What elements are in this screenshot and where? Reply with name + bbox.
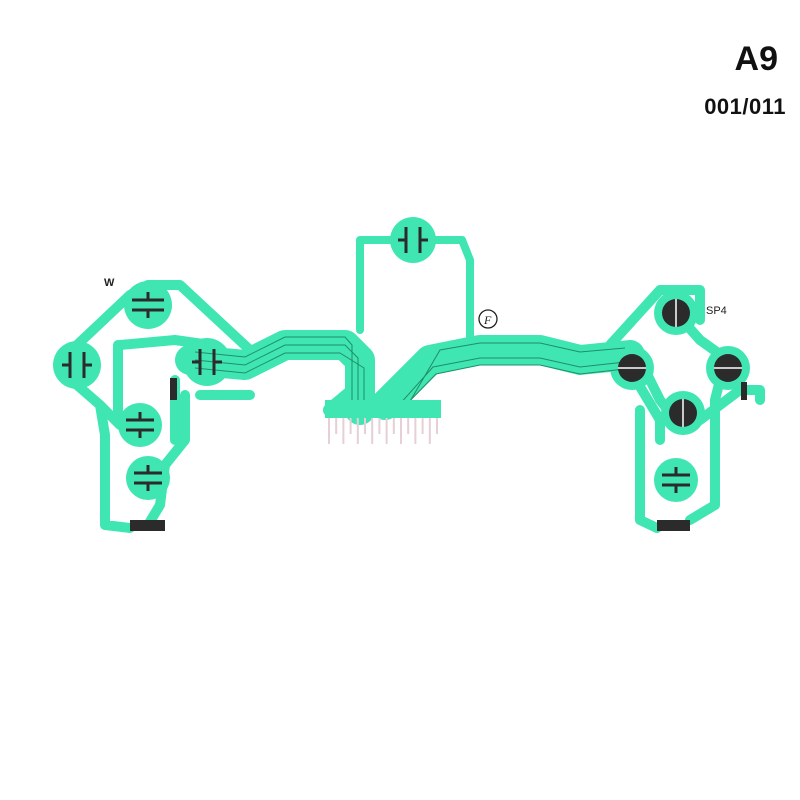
connector-tail: [325, 400, 441, 418]
contact-strip-left: [130, 520, 165, 531]
contacts: [62, 227, 747, 531]
connector-pin: [364, 418, 366, 434]
button-pads: [53, 217, 750, 502]
pattern-contacts-left: [62, 227, 690, 493]
svg-text:F: F: [483, 313, 492, 327]
connector-pin: [421, 418, 424, 434]
connector-pin: [349, 418, 352, 434]
connector-pin: [436, 418, 438, 434]
connector-pin: [335, 418, 338, 434]
label-sp4: SP4: [706, 305, 727, 317]
connector-pin: [342, 418, 345, 444]
connector-pin: [385, 418, 388, 444]
contact-strip-right: [657, 520, 690, 531]
connector-pin: [414, 418, 417, 444]
connector-pin: [392, 418, 395, 434]
image-counter: 001/011: [704, 94, 786, 119]
connector-pin: [378, 418, 381, 434]
manufacturer-logo: F: [478, 309, 498, 329]
product-code: A9: [734, 40, 778, 78]
connector-pin: [428, 418, 431, 444]
connector-pin: [400, 418, 402, 444]
traces: [194, 336, 626, 416]
connector-pin: [407, 418, 410, 434]
connector-pin: [356, 418, 359, 444]
connector-pins: [325, 400, 441, 444]
label-w: W: [104, 277, 115, 289]
film-body: [53, 217, 765, 533]
connector-pin: [371, 418, 374, 444]
connector-pin: [328, 418, 330, 444]
